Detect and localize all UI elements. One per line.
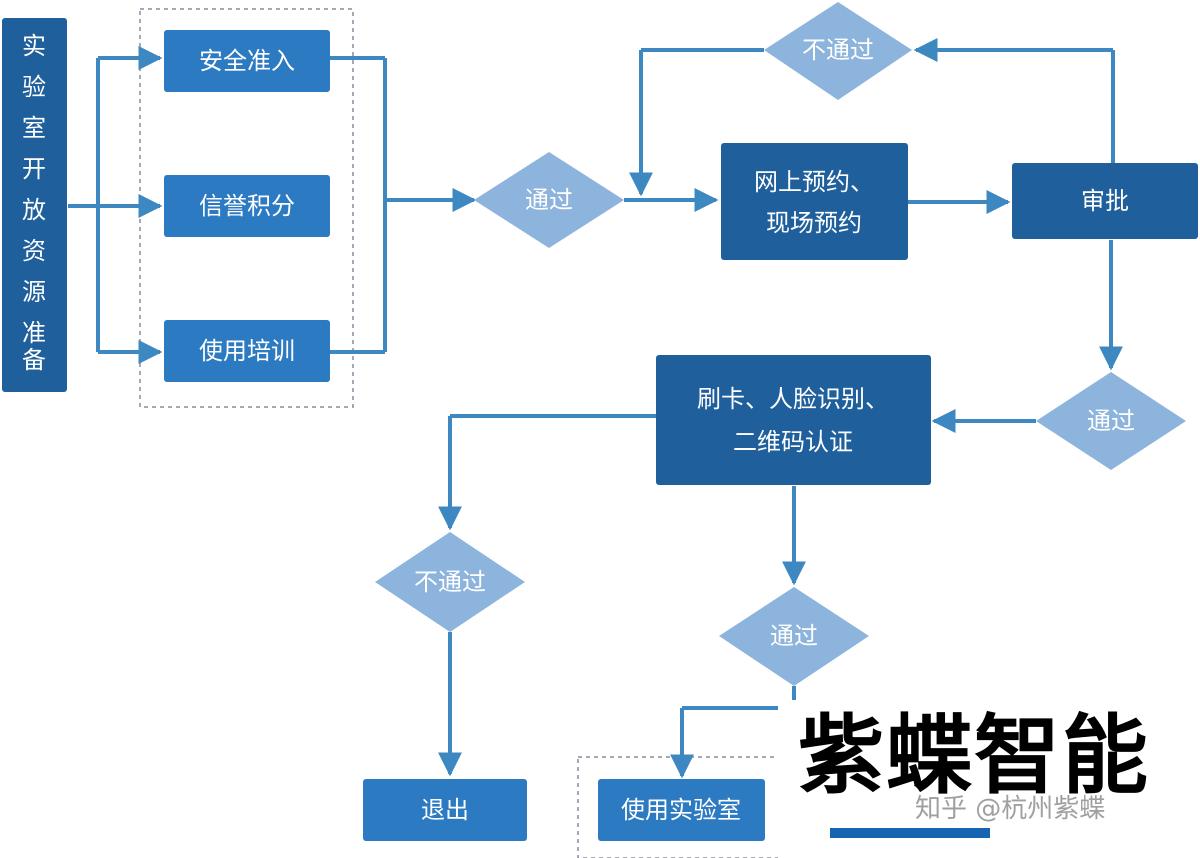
node-training: 使用培训 [164,320,330,382]
decision-pass-3: 通过 [719,587,869,686]
side-label: 实 验 室 开 放 资 源 准 备 [2,18,67,392]
node-label: 信誉积分 [199,192,295,220]
node-label: 刷卡、人脸识别、 [697,385,889,413]
node-label: 审批 [1081,187,1129,215]
side-char: 放 [22,196,46,224]
decision-reject-2: 不通过 [375,532,525,632]
node-label: 安全准入 [199,47,295,75]
side-char: 准 [22,319,46,347]
decision-label: 不通过 [414,568,486,596]
side-char: 源 [22,278,46,306]
node-label: 退出 [421,796,469,824]
side-char: 验 [22,73,46,101]
side-char: 室 [22,114,46,142]
decision-pass-2: 通过 [1036,372,1186,470]
node-exit: 退出 [363,779,527,841]
node-verify: 刷卡、人脸识别、 二维码认证 [656,355,931,485]
side-char: 资 [22,237,46,265]
watermark-underline [830,828,990,838]
side-char: 开 [22,155,46,183]
node-label: 使用培训 [199,337,295,365]
node-credit-score: 信誉积分 [164,175,330,237]
node-safety-access: 安全准入 [164,30,330,92]
node-label: 二维码认证 [733,428,853,456]
node-label: 网上预约、 [754,168,874,196]
watermark-brand: 紫蝶智能 [798,706,1150,806]
watermark-credit: 知乎 @杭州紫蝶 [915,794,1106,824]
decision-label: 通过 [770,622,818,650]
node-approval: 审批 [1012,163,1198,239]
decision-label: 通过 [525,186,573,214]
node-use-lab: 使用实验室 [598,779,765,841]
decision-label: 不通过 [802,36,874,64]
node-label: 使用实验室 [621,796,741,824]
node-label: 现场预约 [766,209,862,237]
decision-label: 通过 [1087,407,1135,435]
node-booking: 网上预约、 现场预约 [721,143,908,260]
decision-reject-1: 不通过 [764,2,912,100]
prep-group-frame [139,8,354,408]
side-char: 实 [22,32,46,60]
decision-pass-1: 通过 [474,152,624,248]
side-char: 备 [22,346,46,374]
